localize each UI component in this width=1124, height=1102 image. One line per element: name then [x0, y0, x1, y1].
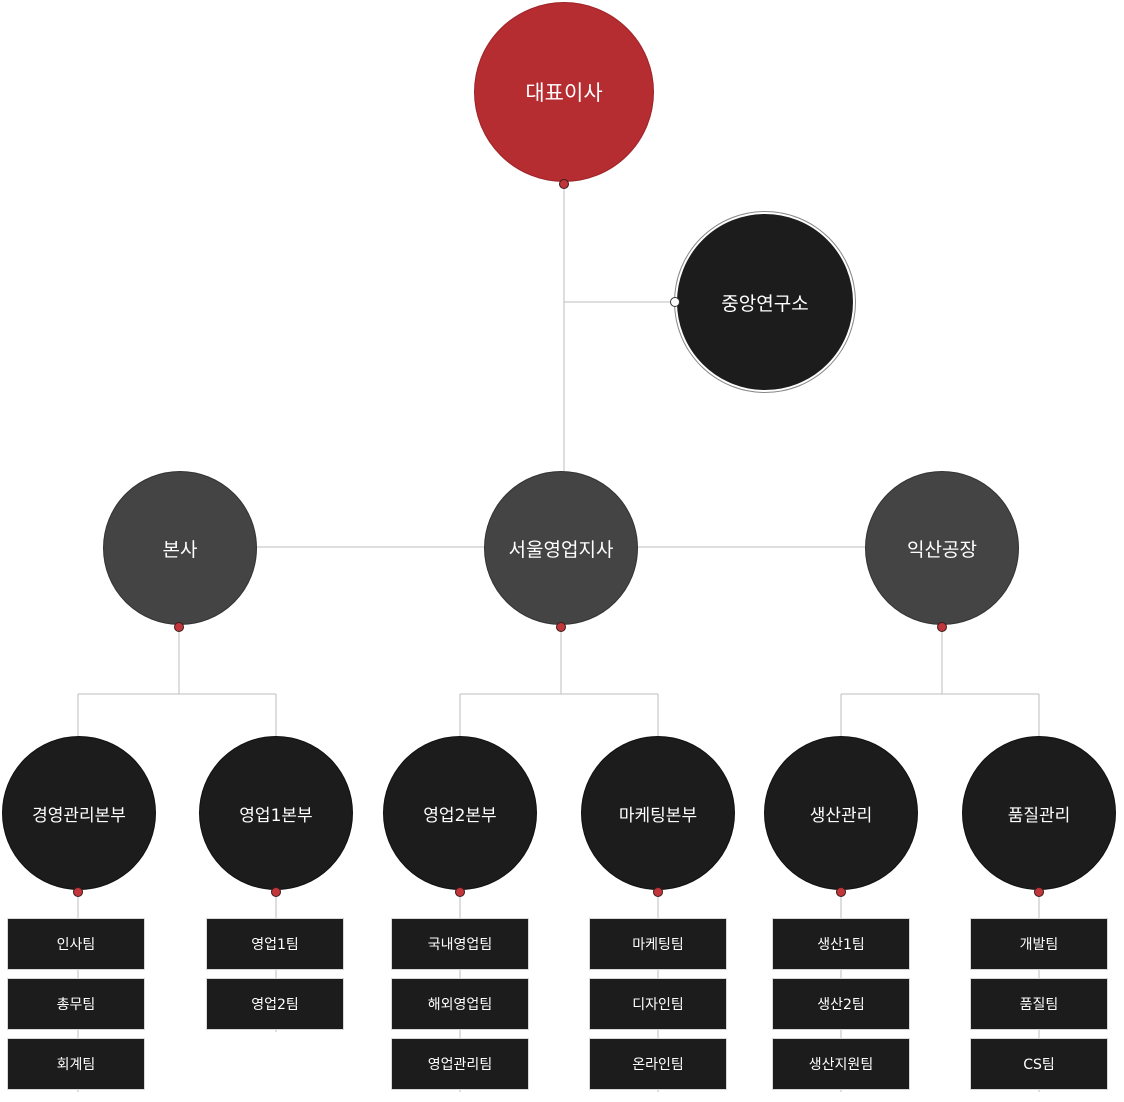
- department-node: 마케팅본부: [581, 736, 735, 890]
- connector-dot: [455, 887, 465, 897]
- connector-dot: [653, 887, 663, 897]
- department-node: 품질관리: [962, 736, 1116, 890]
- department-label: 품질관리: [1007, 805, 1071, 826]
- team-label: 영업관리팀: [427, 1057, 493, 1073]
- team-box: 온라인팀: [589, 1038, 727, 1090]
- team-box: 품질팀: [970, 978, 1108, 1030]
- department-label: 영업1본부: [239, 805, 313, 826]
- team-label: 회계팀: [56, 1057, 96, 1073]
- team-label: 마케팅팀: [632, 937, 684, 953]
- department-label: 마케팅본부: [618, 805, 698, 826]
- division-node-iksan: 익산공장: [865, 471, 1019, 625]
- ceo-label: 대표이사: [525, 81, 603, 105]
- division-label: 본사: [162, 538, 198, 561]
- team-box: CS팀: [970, 1038, 1108, 1090]
- department-node: 영업1본부: [199, 736, 353, 890]
- lab-node: 중앙연구소: [675, 212, 855, 392]
- team-label: 디자인팀: [632, 997, 684, 1013]
- department-label: 영업2본부: [423, 805, 497, 826]
- connector-dot: [271, 887, 281, 897]
- connector-dot: [73, 887, 83, 897]
- team-box: 해외영업팀: [391, 978, 529, 1030]
- team-label: 품질팀: [1019, 997, 1059, 1013]
- connector-dot: [670, 297, 680, 307]
- connector-dot: [174, 622, 184, 632]
- connector-dot: [556, 622, 566, 632]
- department-node: 생산관리: [764, 736, 918, 890]
- team-box: 국내영업팀: [391, 918, 529, 970]
- department-node: 영업2본부: [383, 736, 537, 890]
- team-label: 국내영업팀: [427, 937, 493, 953]
- team-label: 총무팀: [56, 997, 96, 1013]
- team-box: 생산2팀: [772, 978, 910, 1030]
- team-box: 영업관리팀: [391, 1038, 529, 1090]
- department-label: 경영관리본부: [32, 805, 126, 826]
- lab-label: 중앙연구소: [721, 292, 809, 315]
- team-box: 디자인팀: [589, 978, 727, 1030]
- team-label: 온라인팀: [632, 1057, 684, 1073]
- team-label: 인사팀: [56, 937, 96, 953]
- connector-dot: [1034, 887, 1044, 897]
- team-box: 인사팀: [7, 918, 145, 970]
- connector-dot: [836, 887, 846, 897]
- connector-dot: [937, 622, 947, 632]
- division-node-hq: 본사: [103, 471, 257, 625]
- connector-dot: [559, 179, 569, 189]
- team-label: 생산지원팀: [808, 1057, 874, 1073]
- division-node-seoul: 서울영업지사: [484, 471, 638, 625]
- department-label: 생산관리: [809, 805, 873, 826]
- team-label: 생산2팀: [817, 997, 865, 1013]
- team-box: 영업2팀: [206, 978, 344, 1030]
- division-label: 익산공장: [907, 538, 977, 561]
- team-box: 개발팀: [970, 918, 1108, 970]
- team-label: CS팀: [1023, 1057, 1055, 1073]
- division-label: 서울영업지사: [508, 538, 614, 561]
- team-box: 생산1팀: [772, 918, 910, 970]
- team-box: 회계팀: [7, 1038, 145, 1090]
- team-box: 총무팀: [7, 978, 145, 1030]
- team-box: 마케팅팀: [589, 918, 727, 970]
- team-box: 생산지원팀: [772, 1038, 910, 1090]
- team-label: 영업2팀: [251, 997, 299, 1013]
- team-label: 영업1팀: [251, 937, 299, 953]
- team-label: 개발팀: [1019, 937, 1059, 953]
- team-label: 생산1팀: [817, 937, 865, 953]
- team-label: 해외영업팀: [427, 997, 493, 1013]
- department-node: 경영관리본부: [2, 736, 156, 890]
- team-box: 영업1팀: [206, 918, 344, 970]
- ceo-node: 대표이사: [474, 2, 654, 182]
